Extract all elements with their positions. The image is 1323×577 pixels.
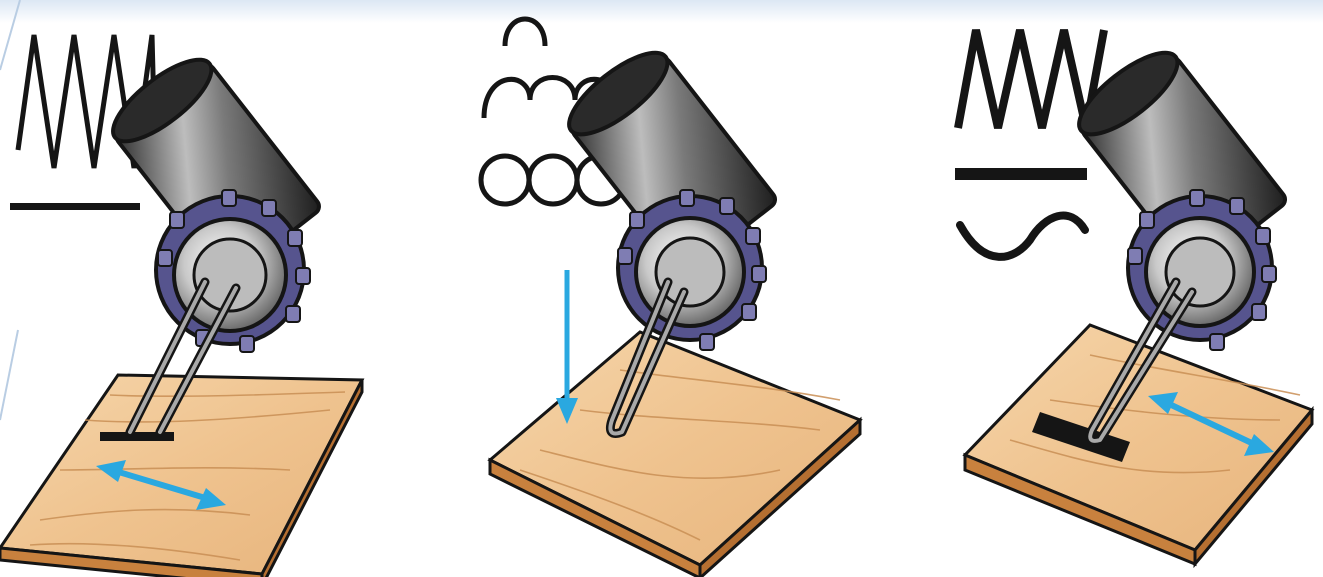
straight-line-symbol: [10, 203, 140, 210]
straight-line-symbol: [955, 168, 1087, 180]
